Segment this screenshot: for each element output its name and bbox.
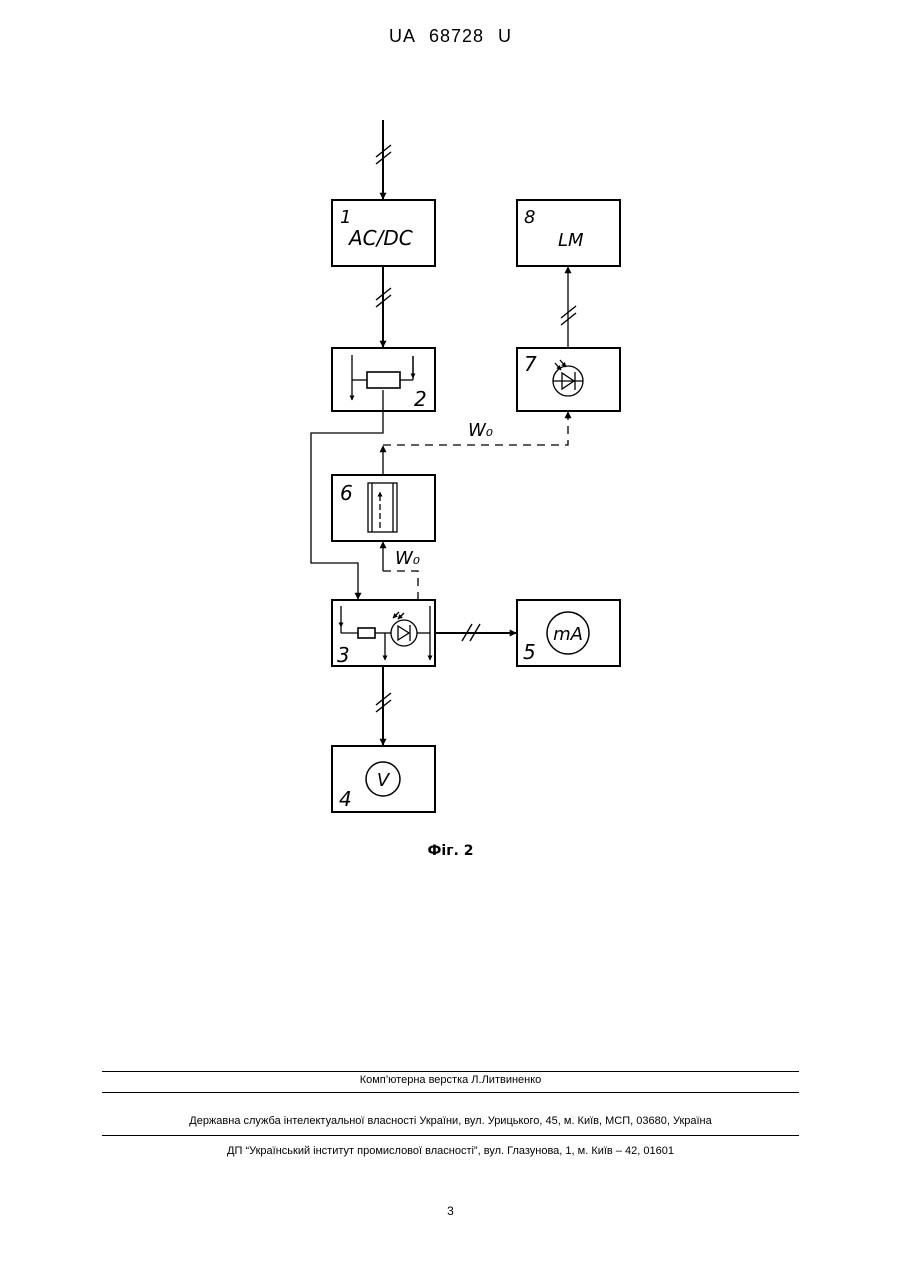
block-6-number: 6 [340,481,353,505]
layout-credit: Комп’ютерна верстка Л.Литвиненко [0,1074,901,1086]
block-7-number: 7 [524,352,537,376]
block-1-label: AC/DC [347,226,413,250]
divider-bottom [102,1135,799,1136]
block-8-label: LM [558,230,584,251]
block-8-number: 8 [524,207,535,228]
divider-top [102,1071,799,1072]
flux-label-lower: W₀ [395,548,420,569]
block-4-label: V [377,770,391,791]
block-3-number: 3 [337,643,350,667]
block-5-label: mA [553,624,583,645]
figure-caption: Фіг. 2 [0,843,901,859]
block-2-number: 2 [414,387,427,411]
flux-line-lower [383,571,418,600]
flux-label-upper: W₀ [468,420,493,441]
page-number: 3 [0,1204,901,1218]
institute-address: ДП “Український інститут промислової вла… [0,1145,901,1157]
block-1-number: 1 [340,207,351,228]
divider-middle [102,1092,799,1093]
block-4-number: 4 [339,787,352,811]
agency-address: Державна служба інтелектуальної власност… [0,1115,901,1127]
block-5-number: 5 [523,640,536,664]
